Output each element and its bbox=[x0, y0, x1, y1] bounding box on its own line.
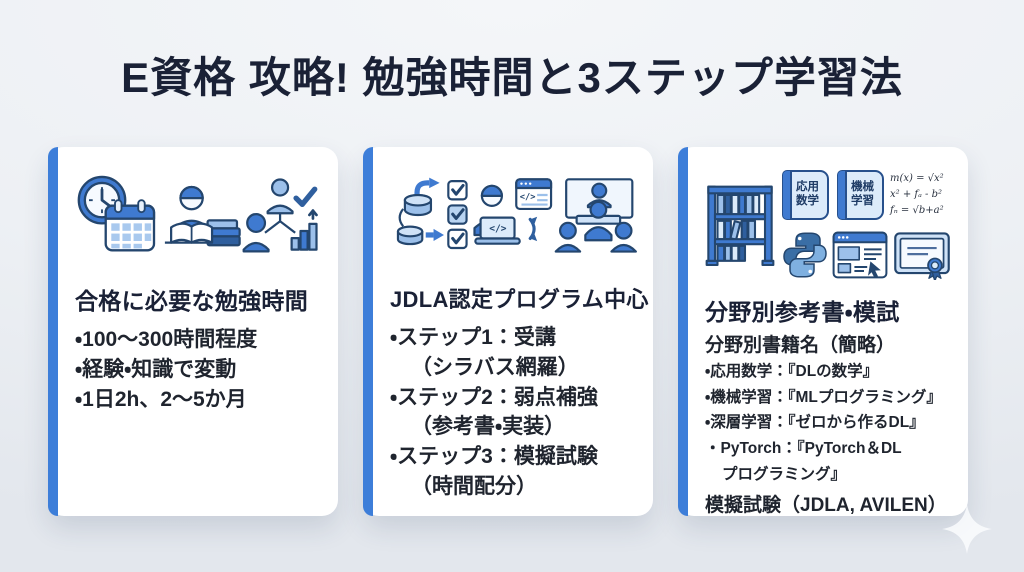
page-title: E資格 攻略! 勉強時間と3ステップ学習法 bbox=[121, 54, 903, 101]
bullet-item: ・ステップ3：模擬試験 bbox=[390, 445, 598, 469]
certificate-icon bbox=[894, 232, 950, 280]
card3-icon-area: 応用数学 機械学習 m(x) = √x² x² + fₐ - b² fₙ = √… bbox=[705, 165, 954, 285]
book-label: 応用数学 bbox=[795, 181, 819, 207]
formula-line: m(x) = √x² bbox=[890, 173, 944, 184]
card2-icon-row: </> </> bbox=[390, 163, 639, 267]
bullet-item: ・機械学習：『MLプログラミング』 bbox=[705, 388, 942, 406]
book-label: 機械学習 bbox=[850, 181, 874, 207]
bullet-item: ・経験・知識で変動 bbox=[75, 357, 237, 381]
classroom-icon bbox=[555, 178, 638, 253]
math-formulas-icon: m(x) = √x² x² + fₐ - b² fₙ = √b+a² bbox=[890, 171, 954, 219]
bullet-item: （シラバス網羅） bbox=[411, 355, 579, 379]
python-icon bbox=[783, 232, 827, 278]
bullet-item: プログラミング』 bbox=[722, 465, 847, 483]
bullet-item: （時間配分） bbox=[411, 475, 537, 499]
browser-icon bbox=[832, 231, 888, 279]
bullet-item: ・PyTorch：『PyTorch＆DL bbox=[705, 440, 902, 458]
card-jdla-program: </> </> bbox=[363, 147, 653, 516]
data-checklist-icon bbox=[396, 177, 468, 250]
card3-heading: 分野別参考書・模試 bbox=[705, 299, 900, 325]
reading-books-icon bbox=[164, 185, 241, 247]
mentor-check-chart-icon bbox=[242, 178, 319, 253]
bullet-item: ・1日2h、2〜5か月 bbox=[75, 387, 247, 411]
ml-book-icon: 機械学習 bbox=[836, 170, 884, 220]
card1-heading: 合格に必要な勉強時間 bbox=[75, 288, 308, 314]
bookshelf-icon bbox=[705, 185, 775, 267]
bullet-item: ・100〜300時間程度 bbox=[75, 328, 258, 351]
card3-subheading: 分野別書籍名（簡略） bbox=[705, 335, 896, 356]
applied-math-book-icon: 応用数学 bbox=[781, 170, 829, 220]
bullet-item: ・ステップ2：弱点補強 bbox=[390, 385, 598, 409]
card3-bullet-list: ・応用数学：『DLの数学』 ・機械学習：『MLプログラミング』 ・深層学習：『ゼ… bbox=[705, 359, 954, 488]
card2-heading: JDLA認定プログラム中心 bbox=[390, 287, 649, 312]
bullet-item: （参考書・実装） bbox=[411, 415, 566, 439]
svg-text:</>: </> bbox=[520, 192, 536, 202]
card2-bullet-list: ・ステップ1：受講 （シラバス網羅） ・ステップ2：弱点補強 （参考書・実装） … bbox=[390, 323, 639, 502]
bullet-item: ・応用数学：『DLの数学』 bbox=[705, 363, 879, 380]
cards-row: 合格に必要な勉強時間 ・100〜300時間程度 ・経験・知識で変動 ・1日2h、… bbox=[48, 147, 968, 516]
bullet-item: ・ステップ1：受講 bbox=[390, 326, 556, 349]
bullet-item: ・深層学習：『ゼロから作るDL』 bbox=[705, 414, 925, 432]
formula-line: x² + fₐ - b² bbox=[890, 189, 942, 200]
card3-footer: 模擬試験（JDLA, AVILEN） bbox=[705, 494, 947, 516]
clock-calendar-icon bbox=[77, 175, 156, 252]
card3-icon-grid: 応用数学 機械学習 m(x) = √x² x² + fₐ - b² fₙ = √… bbox=[780, 167, 954, 284]
card-reference-books: 応用数学 機械学習 m(x) = √x² x² + fₐ - b² fₙ = √… bbox=[678, 147, 968, 516]
sparkle-icon bbox=[942, 504, 992, 554]
card-study-time: 合格に必要な勉強時間 ・100〜300時間程度 ・経験・知識で変動 ・1日2h、… bbox=[48, 147, 338, 516]
card1-icon-row bbox=[75, 163, 324, 267]
coding-person-icon: </> </> bbox=[473, 178, 553, 245]
card1-bullet-list: ・100〜300時間程度 ・経験・知識で変動 ・1日2h、2〜5か月 bbox=[75, 325, 324, 414]
formula-line: fₙ = √b+a² bbox=[890, 205, 944, 216]
svg-text:</>: </> bbox=[489, 224, 507, 235]
